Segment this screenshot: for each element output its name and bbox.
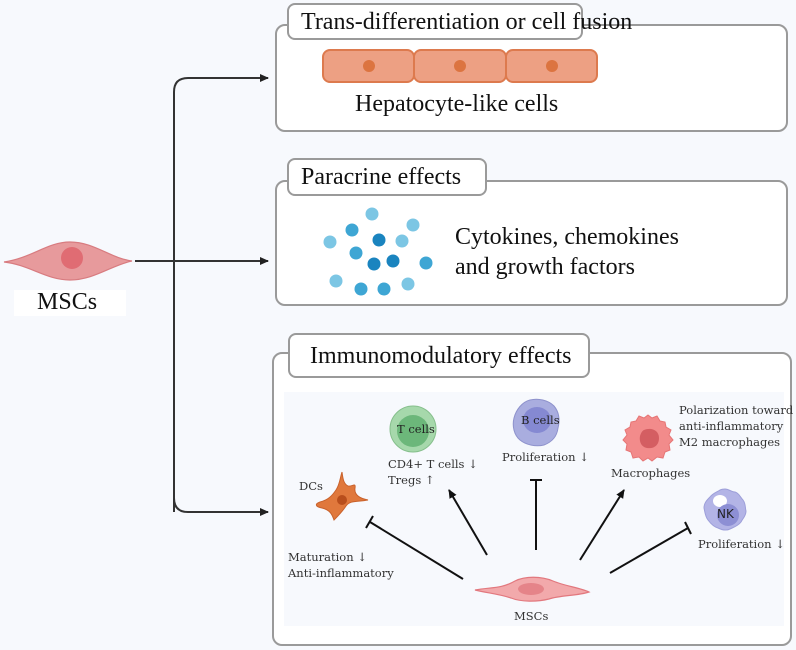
macrophage-effect-line-1: Polarization toward (679, 403, 794, 417)
hepatocyte-cells-icon (322, 49, 598, 83)
dc-label: DCs (299, 479, 323, 493)
nk-cell-icon (703, 488, 747, 531)
paracrine-title-text: Paracrine effects (301, 164, 462, 190)
macrophage-effect-line-3: M2 macrophages (679, 435, 781, 449)
paracrine-title: Paracrine effects (287, 158, 487, 196)
immune-msc-cell-icon (474, 576, 591, 602)
paracrine-caption-line-1: Cytokines, chemokines (455, 224, 679, 250)
macrophage-icon (622, 414, 674, 462)
tcell-effect-line-2: Tregs ↑ (388, 473, 435, 487)
immunomodulatory-title-text: Immunomodulatory effects (310, 342, 572, 369)
msc-label-box (14, 290, 126, 316)
cytokine-particles-icon (323, 207, 433, 296)
tcell-effect-line-1: CD4+ T cells ↓ (388, 457, 478, 471)
immune-msc-label: MSCs (514, 609, 549, 623)
macrophage-label: Macrophages (611, 466, 691, 480)
hepatocyte-caption: Hepatocyte-like cells (355, 91, 559, 117)
transdifferentiation-title-text: Trans-differentiation or cell fusion (301, 8, 633, 35)
b-cell-label: B cells (521, 413, 560, 427)
msc-cell-icon (3, 241, 133, 281)
arrow-to-immunomodulatory (173, 260, 269, 516)
nk-effect-line-1: Proliferation ↓ (698, 537, 785, 551)
arrow-to-transdifferentiation (173, 74, 269, 512)
tcell-promote-arrow (448, 489, 488, 556)
dc-cell-icon (315, 471, 369, 521)
transdifferentiation-title: Trans-differentiation or cell fusion (287, 3, 632, 40)
b-cell-icon (512, 398, 560, 447)
bcell-effect-line-1: Proliferation ↓ (502, 450, 589, 464)
msc-label: MSCs (37, 289, 98, 315)
msc-nucleus (61, 247, 83, 269)
t-cell-label: T cells (397, 422, 435, 436)
macrophage-effect-line-2: anti-inflammatory (679, 419, 784, 433)
immunomodulatory-title: Immunomodulatory effects (288, 333, 590, 378)
t-cell-icon (389, 405, 437, 453)
dc-effect-line-2: Anti-inflammatory (288, 566, 394, 580)
dc-inhibit-bar (365, 515, 374, 529)
nk-inhibit-line (609, 527, 689, 574)
nk-cell-label: NK (717, 507, 734, 521)
paracrine-caption-line-2: and growth factors (455, 254, 635, 280)
nk-inhibit-bar (684, 521, 692, 535)
dc-inhibit-line (369, 521, 464, 580)
dc-effect-line-1: Maturation ↓ (288, 550, 367, 564)
macrophage-promote-arrow (579, 489, 625, 561)
